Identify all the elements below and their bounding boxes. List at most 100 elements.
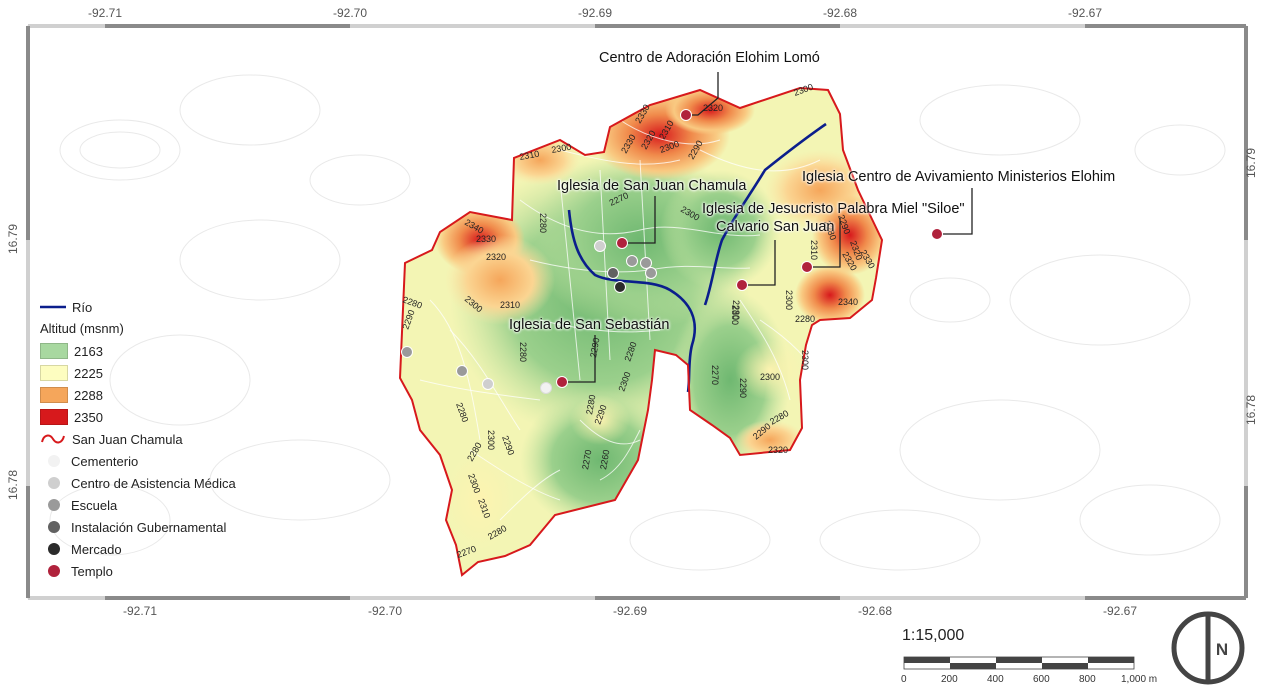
background-contours	[49, 74, 1226, 571]
temple-point	[736, 279, 748, 291]
label-calvario: Calvario San Juan	[716, 219, 835, 235]
scale-tick-label: 1,000 m	[1121, 674, 1158, 685]
legend-point: Escuela	[40, 494, 236, 516]
clinic-point	[482, 378, 494, 390]
label-centro-adoracion: Centro de Adoración Elohim Lomó	[599, 50, 820, 66]
legend-label: Instalación Gubernamental	[71, 519, 227, 535]
contour-label: 2290	[738, 378, 748, 398]
school-dot-icon	[48, 499, 60, 511]
clinic-dot-icon	[48, 477, 60, 489]
contour-label: 2300	[486, 430, 496, 450]
contour-label: 2300	[730, 305, 740, 325]
contour-label: 2300	[760, 372, 780, 382]
north-letter: N	[1216, 640, 1228, 659]
contour-label: 2320	[768, 445, 788, 455]
legend-altitude-title: Altitud (msnm)	[40, 321, 124, 336]
label-avivamiento: Iglesia Centro de Avivamiento Ministerio…	[802, 169, 1116, 185]
temple-features	[556, 72, 973, 388]
north-arrow-icon: N	[1171, 611, 1245, 685]
contour-label: 2310	[500, 300, 520, 310]
government-dot-icon	[48, 521, 60, 533]
lon-label-top: -92.71	[88, 6, 123, 20]
boundary-line-icon	[41, 434, 65, 444]
scale-bar	[903, 656, 1135, 670]
contour-label: 2320	[703, 103, 723, 113]
legend-label: Centro de Asistencia Médica	[71, 475, 236, 491]
school-point	[401, 346, 413, 358]
legend-point: Centro de Asistencia Médica	[40, 472, 236, 494]
clinic-point	[594, 240, 606, 252]
scale-tick-label: 800	[1079, 674, 1096, 685]
legend-point: Templo	[40, 560, 236, 582]
temple-point	[801, 261, 813, 273]
legend-point: Mercado	[40, 538, 236, 560]
legend-label: Templo	[71, 563, 113, 579]
temple-point	[931, 228, 943, 240]
school-point	[645, 267, 657, 279]
contour-label: 2280	[538, 213, 548, 233]
scale-ratio: 1:15,000	[902, 627, 965, 644]
lon-label-top: -92.70	[333, 6, 368, 20]
lat-label-right: 16.79	[1244, 147, 1259, 179]
legend-point: Instalación Gubernamental	[40, 516, 236, 538]
river-line-icon	[40, 305, 66, 309]
legend-label: 2163	[74, 343, 103, 359]
swatch-icon	[40, 409, 68, 425]
legend-label: 2225	[74, 365, 103, 381]
school-point	[456, 365, 468, 377]
legend-label: Cementerio	[71, 453, 139, 469]
contour-label: 2260	[598, 449, 611, 470]
contour-label: 2280	[584, 394, 597, 415]
contour-label: 2270	[580, 449, 593, 470]
school-point	[626, 255, 638, 267]
contour-label: 2330	[476, 234, 496, 244]
scale-tick-label: 600	[1033, 674, 1050, 685]
scale-tick-label: 400	[987, 674, 1004, 685]
legend-label: San Juan Chamula	[72, 431, 183, 447]
legend-label: Río	[72, 299, 93, 315]
scale-tick-label: 0	[901, 674, 907, 685]
temple-point	[680, 109, 692, 121]
legend-altitude-class: 2225	[40, 362, 236, 384]
lon-label-bottom: -92.68	[858, 604, 893, 618]
map-frame	[26, 24, 1248, 600]
legend-label: Mercado	[71, 541, 122, 557]
map-legend: Río Altitud (msnm) 2163 2225 2288 2350 S…	[40, 296, 236, 582]
contour-label: 2300	[784, 290, 794, 310]
school-point	[640, 257, 652, 269]
legend-point: Cementerio	[40, 450, 236, 472]
temple-point	[556, 376, 568, 388]
swatch-icon	[40, 387, 68, 403]
contour-label: 2270	[710, 365, 720, 385]
lon-label-bottom: -92.70	[368, 604, 403, 618]
contour-label: 2340	[838, 297, 858, 307]
temple-dot-icon	[48, 565, 60, 577]
lon-label-bottom: -92.67	[1103, 604, 1138, 618]
lon-label-top: -92.67	[1068, 6, 1103, 20]
scale-tick-label: 200	[941, 674, 958, 685]
contour-label: 2320	[486, 252, 506, 262]
label-san-sebastian: Iglesia de San Sebastián	[509, 317, 670, 333]
legend-river: Río	[40, 296, 236, 318]
cemetery-dot-icon	[48, 455, 60, 467]
legend-altitude-class: 2163	[40, 340, 236, 362]
contour-label: 2280	[731, 300, 741, 320]
contour-label: 2280	[795, 314, 815, 324]
swatch-icon	[40, 343, 68, 359]
river-line	[567, 122, 827, 393]
swatch-icon	[40, 365, 68, 381]
lon-label-top: -92.69	[578, 6, 613, 20]
lon-label-bottom: -92.71	[123, 604, 158, 618]
legend-label: Escuela	[71, 497, 118, 513]
market-dot-icon	[48, 543, 60, 555]
lat-label-right: 16.78	[1244, 394, 1259, 426]
cemetery-point	[540, 382, 552, 394]
lon-label-bottom: -92.69	[613, 604, 648, 618]
temple-point	[616, 237, 628, 249]
label-jesucristo: Iglesia de Jesucristo Palabra Miel "Silo…	[702, 201, 965, 217]
legend-boundary: San Juan Chamula	[40, 428, 236, 450]
contour-label: 2300	[551, 142, 572, 155]
market-point	[614, 281, 626, 293]
legend-label: 2350	[74, 409, 103, 425]
